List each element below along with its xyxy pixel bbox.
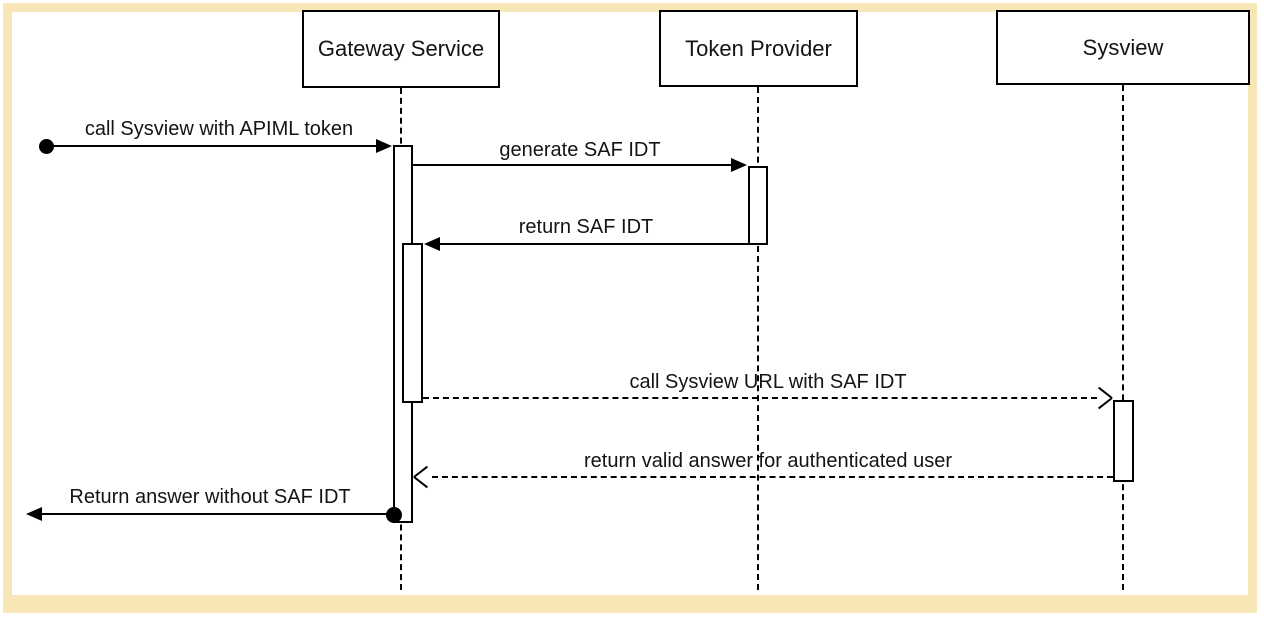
msg6-arrowhead-icon — [26, 507, 42, 521]
lifeline-sysview — [1122, 85, 1124, 590]
lifeline-token-provider — [757, 87, 759, 590]
msg2-label: generate SAF IDT — [499, 139, 661, 161]
msg5-label: return valid answer for authenticated us… — [584, 450, 952, 472]
activation-bar-sysview — [1113, 400, 1134, 482]
msg6-end-dot-icon — [386, 507, 402, 523]
msg1-start-dot-icon — [39, 139, 54, 154]
msg2-line — [412, 164, 732, 166]
msg1-arrowhead-icon — [376, 139, 392, 153]
highlight-frame — [3, 3, 1257, 613]
msg6-label: Return answer without SAF IDT — [69, 486, 351, 508]
activation-bar-gateway-nested — [402, 243, 423, 403]
actor-box-sysview: Sysview — [996, 10, 1250, 85]
actor-label-sysview: Sysview — [1082, 34, 1164, 60]
msg4-label: call Sysview URL with SAF IDT — [629, 371, 907, 393]
msg6-line — [38, 513, 394, 515]
msg4-line — [423, 397, 1097, 399]
msg3-arrowhead-icon — [424, 237, 440, 251]
msg1-label: call Sysview with APIML token — [84, 118, 354, 140]
actor-label-gateway-service: Gateway Service — [317, 36, 485, 61]
msg5-line — [432, 476, 1113, 478]
activation-bar-token-provider — [748, 166, 768, 245]
msg3-label: return SAF IDT — [518, 216, 654, 238]
actor-box-gateway-service: Gateway Service — [302, 10, 500, 88]
actor-box-token-provider: Token Provider — [659, 10, 858, 87]
msg3-line — [438, 243, 748, 245]
actor-label-token-provider: Token Provider — [685, 35, 832, 61]
msg1-line — [46, 145, 378, 147]
msg2-arrowhead-icon — [731, 158, 747, 172]
